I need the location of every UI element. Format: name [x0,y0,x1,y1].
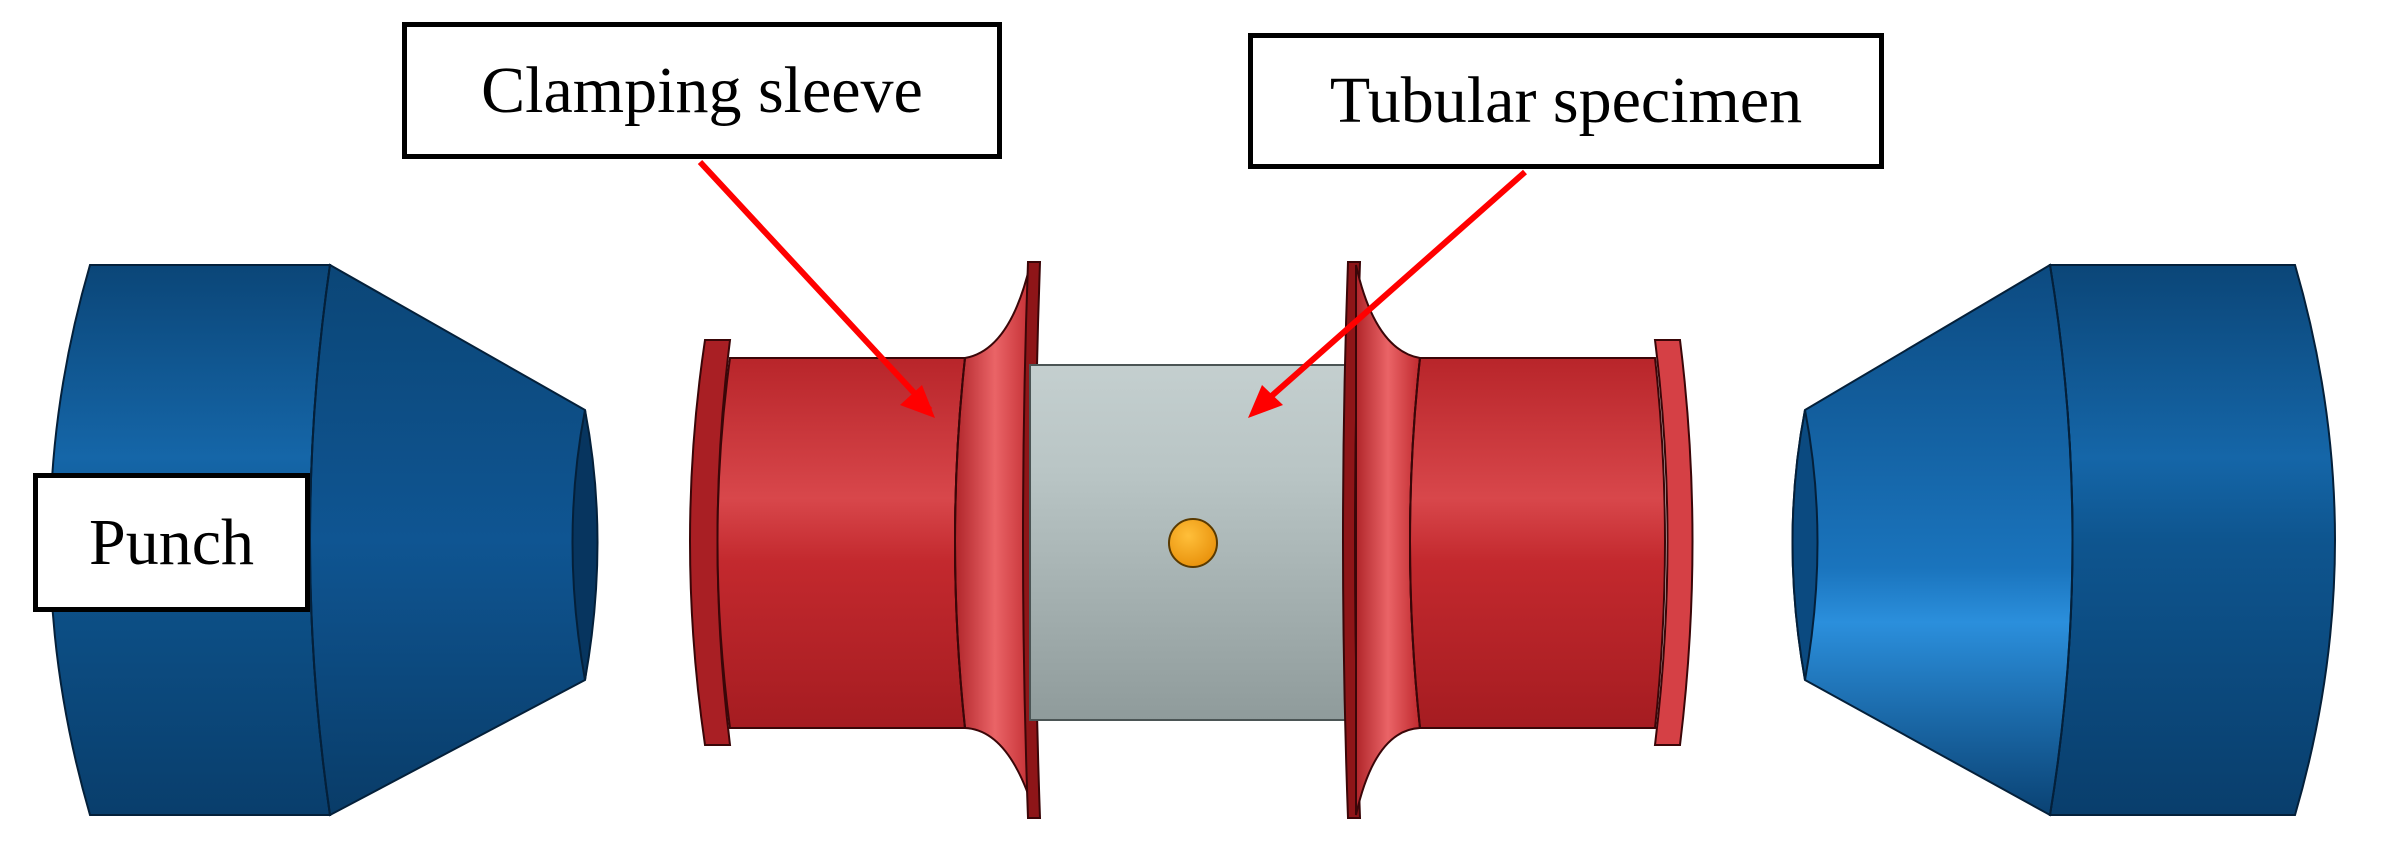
specimen-marker [1168,518,1218,568]
right-sleeve-body [1409,357,1666,729]
right-sleeve-outer-lip [1653,339,1694,746]
punch-label: Punch [33,473,310,612]
right-punch-cone [1791,263,2074,817]
left-clamping-sleeve [689,261,1042,819]
right-punch-face [1791,409,1819,681]
clamping-sleeve-arrowhead [900,385,935,418]
left-punch-face [571,409,599,681]
right-punch [1791,263,2336,817]
tubular-specimen [1029,364,1356,721]
right-clamping-sleeve [1342,261,1694,819]
left-punch-cone [309,263,596,817]
tubular-specimen-text: Tubular specimen [1329,64,1803,137]
punch-text: Punch [89,505,254,579]
right-punch-cylinder [2048,264,2336,816]
tubular-specimen-arrowhead [1248,385,1283,418]
clamping-sleeve-text: Clamping sleeve [481,53,923,127]
clamping-sleeve-arrow [697,159,933,413]
tubular-specimen-label: Tubular specimen [1248,33,1884,169]
tubular-specimen-arrow [1256,169,1527,411]
clamping-sleeve-label: Clamping sleeve [402,22,1002,159]
